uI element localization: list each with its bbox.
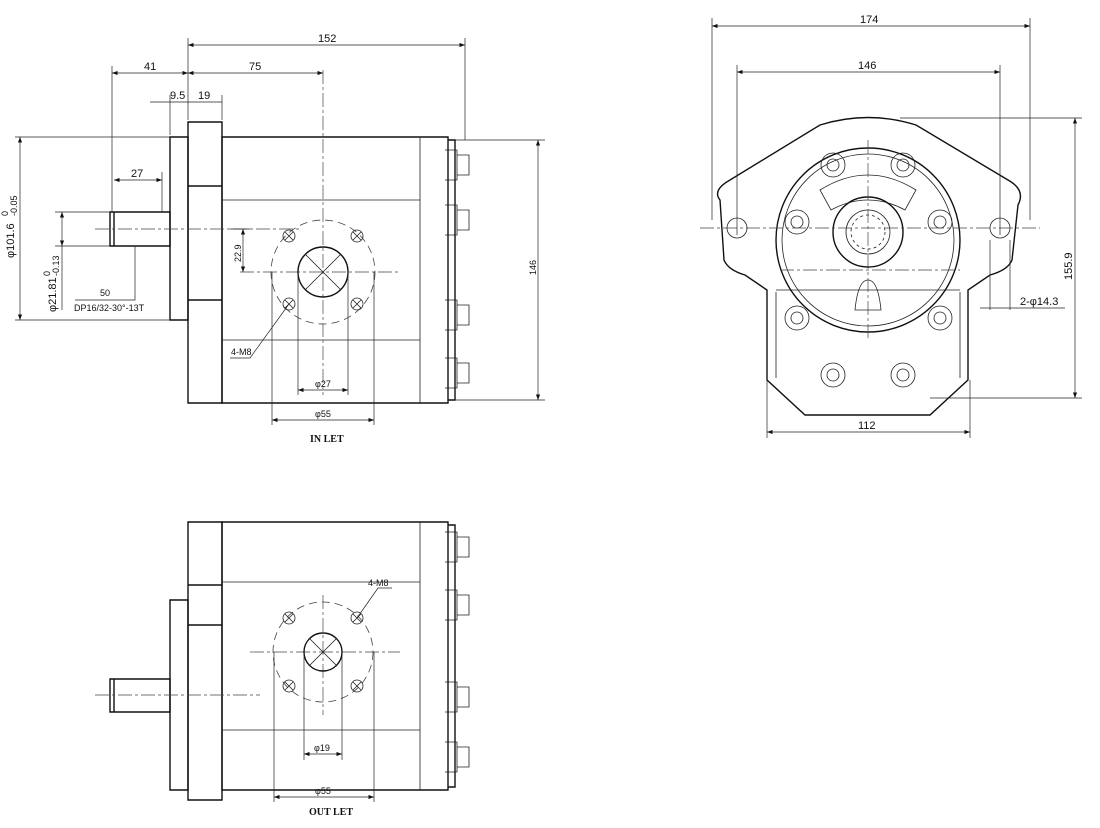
svg-text:φ101.6: φ101.6 <box>5 223 17 258</box>
dim-27: 27 <box>131 168 143 180</box>
view-title-inlet: IN LET <box>310 434 344 445</box>
bolt-holes <box>784 152 953 388</box>
pilot <box>169 136 189 321</box>
dim-shaft-dia: φ21.81 0 -0.13 <box>42 255 61 312</box>
dim-146-front: 146 <box>858 60 876 72</box>
dim-146: 146 <box>528 260 538 275</box>
dim-9-5: 9.5 <box>170 90 185 102</box>
shaft <box>109 678 171 713</box>
svg-text:φ21.81: φ21.81 <box>47 277 59 312</box>
dim-22-9: 22.9 <box>233 244 243 262</box>
flange-outline <box>716 116 1022 416</box>
dim-ear-holes: 2-φ14.3 <box>1020 296 1058 308</box>
inlet-port <box>270 219 376 325</box>
dim-port-27: φ27 <box>315 379 331 389</box>
dim-pilot-dia: φ101.6 0 -0.05 <box>0 195 19 258</box>
mounting-flange <box>187 121 223 404</box>
svg-text:0: 0 <box>0 211 10 216</box>
dim-port-19: φ19 <box>314 743 330 753</box>
dim-flange-55: φ55 <box>315 409 331 419</box>
spline-spec: DP16/32-30°-13T <box>74 303 145 313</box>
dim-41: 41 <box>144 61 156 73</box>
dim-152: 152 <box>318 33 336 45</box>
dim-155-9: 155.9 <box>1063 252 1075 280</box>
dim-174: 174 <box>860 14 878 26</box>
dim-112: 112 <box>858 420 876 432</box>
rear-fittings <box>445 149 470 389</box>
pump-body <box>221 521 449 791</box>
dim-50: 50 <box>100 288 110 298</box>
rear-cover <box>448 139 456 401</box>
svg-text:0: 0 <box>42 271 52 276</box>
svg-text:-0.05: -0.05 <box>9 195 19 216</box>
outlet-side-view: 4-M8 φ19 φ55 OUT LET <box>95 521 470 818</box>
thread-label-outlet: 4-M8 <box>368 578 389 588</box>
rear-cover <box>448 524 456 788</box>
dim-flange-55-outlet: φ55 <box>315 786 331 796</box>
dim-19: 19 <box>198 90 210 102</box>
rear-fittings <box>445 531 470 773</box>
dim-75: 75 <box>249 61 261 73</box>
mounting-flange <box>187 521 223 801</box>
pump-body <box>221 136 449 404</box>
view-title-outlet: OUT LET <box>309 807 353 818</box>
front-view: 174 146 155.9 112 2-φ14.3 <box>700 14 1082 438</box>
thread-label: 4-M8 <box>231 347 252 357</box>
svg-text:-0.13: -0.13 <box>51 255 61 276</box>
inlet-side-view: 152 41 75 9.5 19 27 146 φ101.6 0 -0.05 φ… <box>0 33 545 445</box>
